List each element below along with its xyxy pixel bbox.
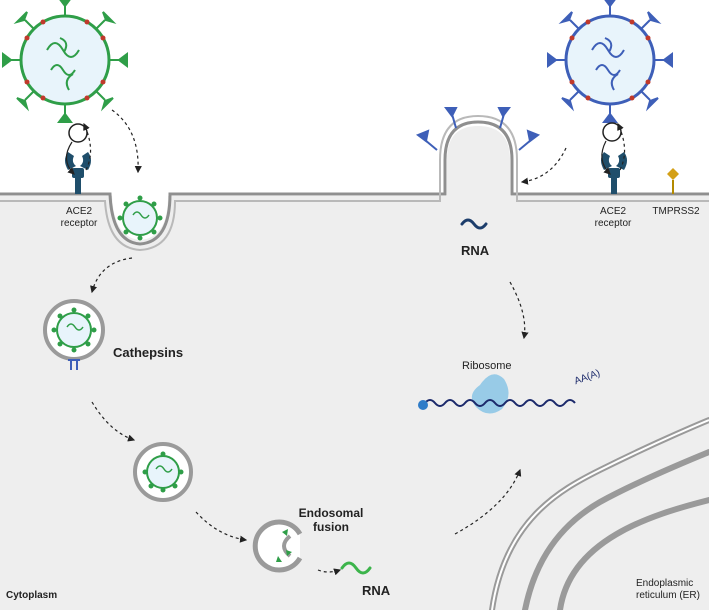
er-label: Endoplasmic reticulum (ER)	[636, 578, 700, 601]
endosomal-fusion-label: Endosomal fusion	[298, 506, 364, 534]
tmprss2-icon	[667, 168, 679, 194]
ribosome-label: Ribosome	[462, 360, 512, 372]
ribosome-translation	[418, 374, 576, 414]
binding-zoom-left	[68, 123, 88, 143]
cytoplasm-region	[0, 126, 709, 610]
endocytosed-virus	[117, 195, 163, 241]
plasma-membrane	[0, 114, 709, 252]
flow-arrows	[65, 109, 626, 576]
cytoplasm-label: Cytoplasm	[6, 590, 58, 601]
ace2-receptor-left-label: ACE2 receptor	[60, 206, 98, 229]
ace2-receptor-right-label: ACE2 receptor	[594, 206, 632, 229]
rna-strand-top-icon	[460, 218, 488, 230]
endosome-fusion	[252, 519, 303, 573]
green-virus-particle	[2, 0, 128, 123]
rna-bottom-label: RNA	[362, 583, 391, 598]
binding-zoom-right	[602, 122, 622, 142]
blue-virus-particle	[547, 0, 673, 123]
rna-top-label: RNA	[461, 243, 490, 258]
rna-strand-green-icon	[340, 561, 372, 575]
cathepsins-label: Cathepsins	[113, 345, 184, 360]
membrane-fusion-spikes	[415, 107, 541, 151]
ace2-receptor-right-icon	[601, 152, 627, 194]
endosome-late	[133, 442, 193, 502]
tmprss2-label: TMPRSS2	[652, 206, 700, 217]
endosome-cathepsin	[43, 299, 105, 370]
ace2-receptor-left-icon	[65, 152, 91, 194]
